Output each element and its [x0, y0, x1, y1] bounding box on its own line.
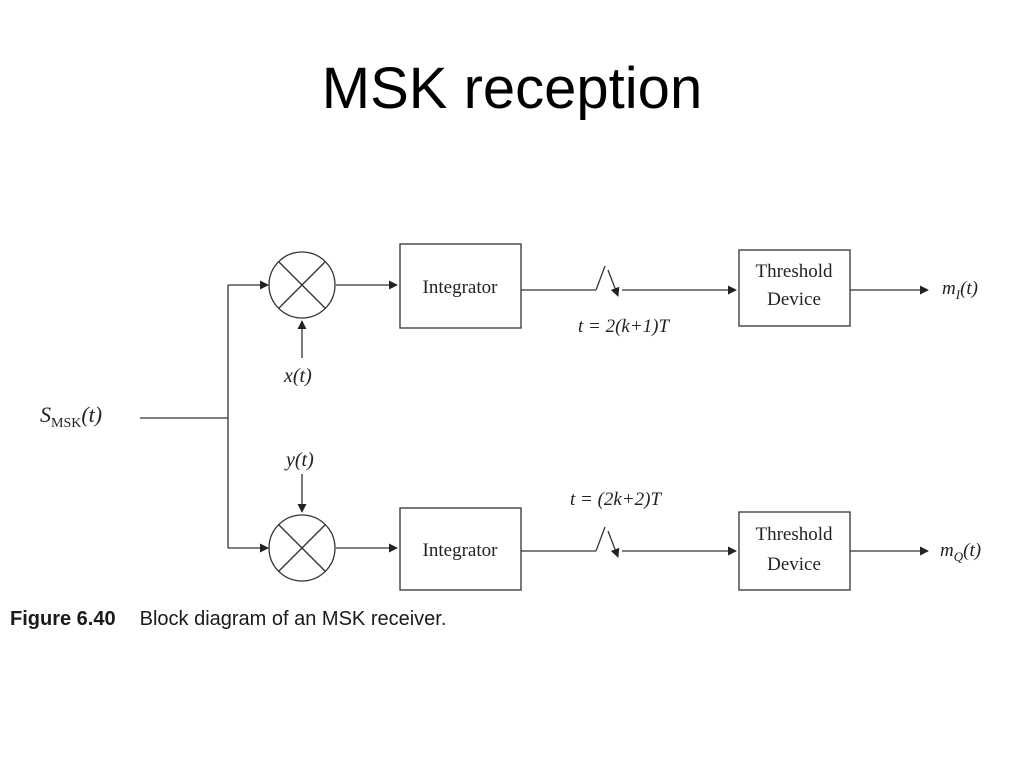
- slide-title: MSK reception: [321, 56, 703, 121]
- top-sampler-arm: [607, 269, 620, 297]
- bottom-carrier-label: y(t): [284, 449, 314, 471]
- top-carrier-label: x(t): [283, 365, 312, 387]
- input-signal-label: SMSK(t): [40, 402, 102, 431]
- top-threshold-label-line1: Threshold: [755, 261, 833, 282]
- bottom-integrator-label: Integrator: [423, 540, 499, 561]
- figure-caption: Figure 6.40 Block diagram of an MSK recei…: [10, 608, 446, 631]
- bottom-sampling-label: t = (2k+2)T: [570, 489, 663, 510]
- top-integrator-label: Integrator: [423, 277, 499, 298]
- bottom-threshold-label-line2: Device: [767, 554, 821, 575]
- top-output-label: mI(t): [942, 278, 978, 302]
- bottom-integrator-box: [399, 507, 522, 591]
- figure-number: Figure 6.40: [10, 608, 116, 630]
- top-threshold-box: [738, 249, 851, 327]
- top-integrator-box: [399, 243, 522, 329]
- bottom-output-label: mQ(t): [940, 540, 981, 564]
- top-threshold-label-line2: Device: [767, 289, 821, 310]
- top-multiplier: [268, 251, 336, 319]
- bottom-threshold-label-line1: Threshold: [755, 524, 833, 545]
- top-sampling-label: t = 2(k+1)T: [578, 316, 671, 337]
- bottom-sampler-switch: [595, 526, 606, 552]
- bottom-sampler-arm: [607, 530, 620, 558]
- bottom-multiplier: [268, 514, 336, 582]
- top-sampler-switch: [595, 265, 606, 291]
- figure-caption-text: Block diagram of an MSK receiver.: [139, 608, 447, 630]
